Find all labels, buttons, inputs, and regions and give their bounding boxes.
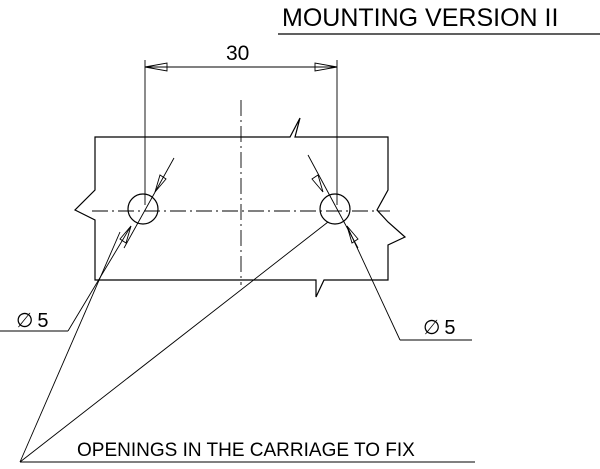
carriage-outline: [73, 117, 407, 298]
note-text: OPENINGS IN THE CARRIAGE TO FIX: [77, 440, 415, 461]
hole-left-dimension-line: [123, 157, 175, 249]
dimension-arrow-right: [314, 62, 338, 72]
hole-right: [319, 193, 351, 225]
note-leader-left: [19, 231, 121, 463]
hole-right-arrow-top: [311, 174, 324, 193]
hole-left: [127, 193, 159, 225]
drawing-title: MOUNTING VERSION II: [282, 4, 558, 32]
hole-left-arrow-bottom: [119, 225, 132, 244]
hole-right-diameter-label: ∅5: [423, 317, 456, 339]
hole-right-leader: [346, 225, 401, 341]
hole-right-arrow-bottom: [346, 225, 359, 244]
dimension-spacing-label: 30: [226, 42, 249, 65]
note-leader-right: [19, 221, 329, 463]
hole-left-diameter-label: ∅5: [16, 310, 49, 332]
hole-left-arrow-top: [154, 174, 167, 193]
dimension-arrow-left: [144, 62, 168, 72]
